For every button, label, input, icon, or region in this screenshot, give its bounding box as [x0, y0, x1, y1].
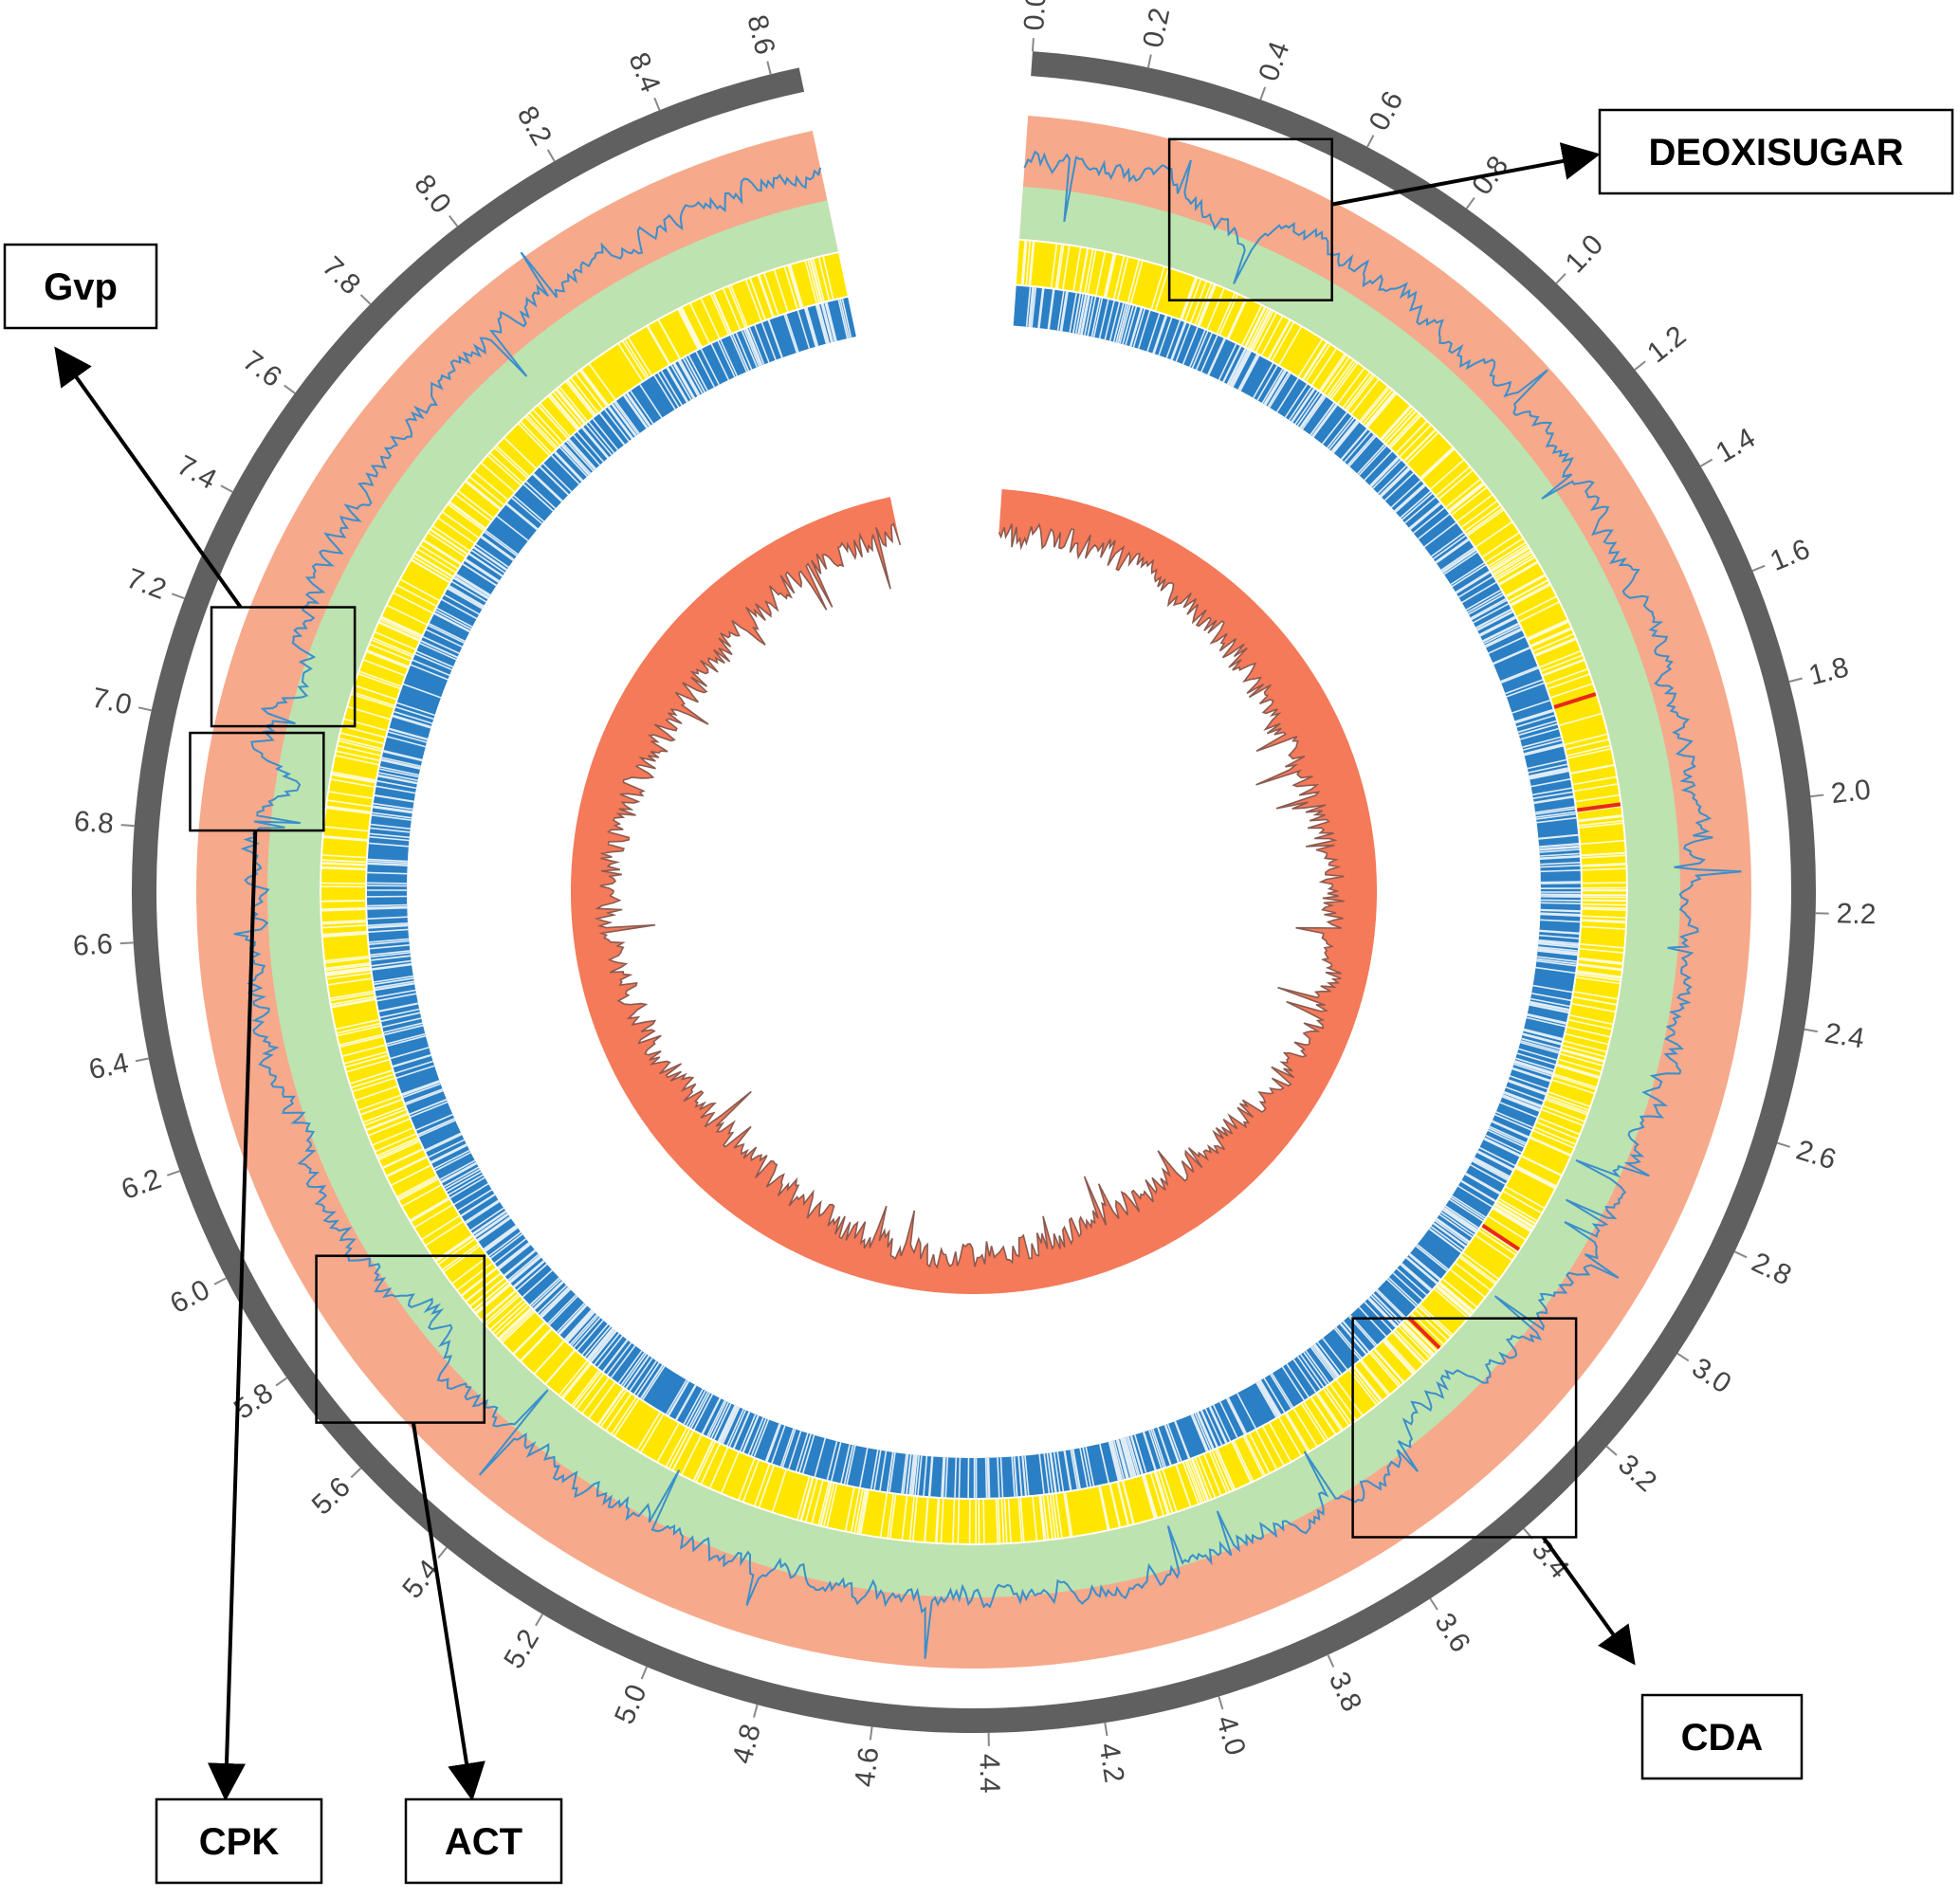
tick-mark: [438, 1547, 447, 1558]
tick-mark: [548, 150, 555, 161]
tick-mark: [221, 485, 232, 492]
tick-mark: [1367, 136, 1374, 147]
tick-mark: [120, 942, 134, 943]
tick-mark: [1777, 1143, 1789, 1147]
tick-label: 8.2: [511, 101, 558, 152]
tick-label: 2.2: [1836, 898, 1877, 930]
tick-label: 7.4: [172, 449, 221, 496]
tick-label: 8.4: [622, 48, 666, 97]
tick-label: 0.6: [1364, 86, 1410, 136]
tick-mark: [642, 1667, 647, 1679]
tick-label: 3.0: [1686, 1352, 1736, 1399]
tick-mark: [1752, 566, 1765, 571]
tick-mark: [767, 62, 770, 75]
tick-label: 6.6: [72, 928, 114, 961]
gene-track-blue-band: [367, 286, 1581, 1498]
gene-track-blue: [367, 286, 1581, 1498]
label-act: ACT: [445, 1821, 522, 1863]
label-cda: CDA: [1681, 1717, 1764, 1759]
tick-mark: [1810, 795, 1823, 797]
tick-mark: [1556, 274, 1566, 283]
tick-mark: [654, 98, 659, 110]
tick-mark: [536, 1614, 542, 1626]
skew-inner-band: [267, 187, 1680, 1597]
tick-label: 1.8: [1805, 651, 1852, 691]
tick-mark: [754, 1705, 758, 1718]
tick-label: 4.8: [726, 1721, 767, 1767]
tick-mark: [167, 1171, 179, 1176]
tick-mark: [276, 1377, 286, 1385]
gene-track-yellow: [321, 241, 1626, 1543]
tick-mark: [1789, 679, 1803, 682]
tick-label: 3.2: [1612, 1449, 1662, 1498]
tick-label: 6.4: [86, 1048, 131, 1086]
tick-label: 1.0: [1560, 228, 1610, 279]
tick-label: 7.0: [89, 683, 135, 721]
tick-label: 2.8: [1747, 1247, 1796, 1292]
tick-label: 0.0: [1018, 0, 1053, 31]
tick-label: 6.8: [73, 806, 115, 840]
tick-mark: [172, 593, 184, 598]
label-deoxisugar: DEOXISUGAR: [1649, 132, 1904, 173]
tick-mark: [1033, 38, 1034, 51]
tick-label: 3.6: [1428, 1608, 1475, 1658]
tick-label: 4.4: [973, 1754, 1005, 1794]
tick-mark: [1105, 1723, 1107, 1736]
tick-label: 8.0: [408, 169, 457, 219]
tick-label: 1.6: [1766, 534, 1814, 577]
tick-label: 8.6: [741, 11, 780, 57]
tick-mark: [449, 216, 458, 227]
gc-skew-track: [196, 116, 1751, 1669]
arrow-act: [413, 1423, 471, 1794]
tick-mark: [870, 1726, 872, 1740]
tick-label: 7.8: [316, 250, 366, 301]
label-cpk: CPK: [199, 1821, 280, 1863]
tick-label: 6.2: [118, 1163, 165, 1206]
tick-mark: [1430, 1598, 1438, 1610]
tick-mark: [361, 295, 371, 304]
tick-mark: [1677, 1354, 1689, 1361]
tick-mark: [1734, 1251, 1747, 1257]
gc-content-fill: [571, 489, 1377, 1294]
tick-label: 7.6: [237, 345, 287, 393]
tick-label: 0.2: [1137, 6, 1176, 51]
arrow-cda: [1543, 1537, 1631, 1659]
skew-outer-band: [196, 116, 1751, 1669]
gc-content-track: [571, 489, 1377, 1294]
tick-label: 5.2: [498, 1624, 545, 1674]
tick-label: 2.6: [1792, 1134, 1840, 1176]
tick-label: 3.8: [1323, 1668, 1367, 1717]
tick-label: 1.4: [1711, 422, 1761, 469]
tick-label: 4.2: [1092, 1741, 1129, 1784]
tick-mark: [136, 1058, 149, 1061]
label-gvp: Gvp: [44, 266, 118, 308]
tick-label: 1.2: [1641, 320, 1692, 370]
tick-label: 4.0: [1210, 1712, 1252, 1760]
tick-mark: [1635, 361, 1645, 370]
tick-mark: [351, 1468, 360, 1478]
tick-mark: [1701, 460, 1713, 466]
tick-mark: [1218, 1697, 1222, 1709]
tick-mark: [214, 1278, 226, 1284]
tick-label: 4.6: [849, 1745, 885, 1788]
tick-label: 3.4: [1526, 1534, 1575, 1584]
tick-mark: [1804, 1030, 1818, 1031]
tick-mark: [1148, 55, 1151, 68]
tick-mark: [284, 385, 295, 392]
tick-mark: [1467, 198, 1475, 209]
tick-label: 2.0: [1829, 775, 1872, 810]
tick-label: 6.0: [165, 1274, 214, 1320]
tick-label: 0.4: [1253, 38, 1295, 85]
tick-label: 2.4: [1823, 1017, 1867, 1054]
tick-label: 7.2: [122, 562, 171, 605]
tick-mark: [1606, 1447, 1617, 1455]
tick-label: 5.6: [306, 1471, 357, 1522]
tick-mark: [138, 707, 152, 710]
tick-mark: [1328, 1655, 1333, 1668]
tick-mark: [1260, 87, 1265, 100]
tick-mark: [121, 825, 135, 826]
tick-label: 5.0: [609, 1680, 653, 1728]
